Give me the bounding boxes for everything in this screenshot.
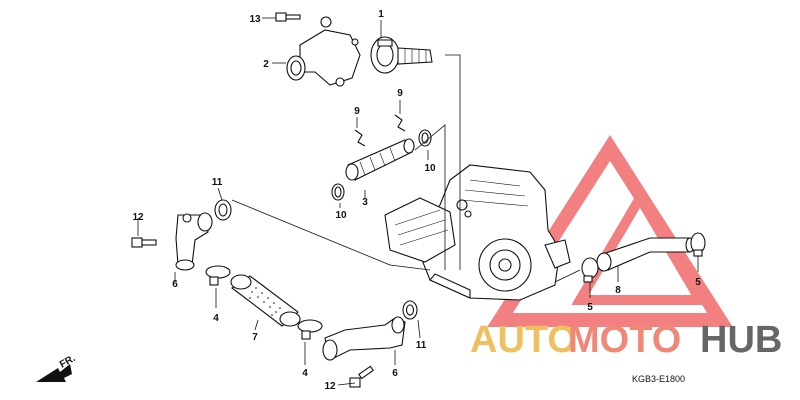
callout-5-right: 5: [695, 277, 701, 288]
callout-9-left: 9: [354, 106, 360, 117]
callout-13: 13: [249, 14, 261, 25]
clip-part-9-right: [394, 114, 406, 132]
water-hose-part-7: [230, 274, 301, 327]
callout-11-lower: 11: [416, 340, 427, 351]
callout-12-upper: 12: [132, 212, 144, 223]
engine-illustration: [384, 164, 571, 301]
callout-4-upper: 4: [213, 313, 219, 324]
hose-clamp-part-4-lower: [297, 319, 323, 340]
o-ring-part-11-lower-inner: [405, 304, 415, 316]
bolt-part-13: [275, 12, 301, 22]
bolt-part-12-left: [131, 237, 157, 248]
bolt-part-12-lower: [349, 365, 374, 388]
callout-6-lower: 6: [392, 368, 398, 379]
diagram-code: KGB3-E1800: [632, 374, 685, 384]
callout-3: 3: [362, 197, 368, 208]
hose-clamp-part-4-upper: [205, 265, 231, 286]
callout-2: 2: [263, 59, 269, 70]
pipe-joint-part-6-left: [175, 212, 213, 271]
water-pipe-part-3: [345, 138, 415, 181]
hose-clamp-part-5-left: [581, 257, 599, 283]
callout-5-left: 5: [587, 302, 593, 313]
callout-4-lower: 4: [302, 368, 308, 379]
callout-8: 8: [615, 285, 621, 296]
callout-12-lower: 12: [324, 381, 336, 392]
o-ring-part-10-lower-inner: [334, 186, 342, 198]
direction-label: FR.: [58, 353, 78, 371]
callout-10-lower: 10: [335, 210, 347, 221]
callout-6-left: 6: [172, 279, 178, 290]
clip-part-9-left: [354, 129, 366, 147]
forward-arrow-icon: FR.: [36, 353, 78, 382]
callout-11-upper: 11: [212, 177, 223, 188]
thermostat-part-1: [370, 36, 433, 74]
watermark-text-hub: HUB: [700, 319, 782, 361]
callout-1: 1: [378, 9, 384, 20]
o-ring-part-11-left-inner: [218, 203, 228, 217]
watermark-text-moto: MOTO: [568, 319, 681, 361]
callout-9-right: 9: [397, 88, 403, 99]
callout-7: 7: [252, 332, 258, 343]
callout-10-upper: 10: [424, 163, 436, 174]
leader-lines: [137, 17, 699, 386]
water-hose-part-8: [596, 237, 695, 272]
watermark-text: AUTO MOTO HUB: [470, 319, 782, 361]
watermark-text-auto: AUTO: [470, 319, 577, 361]
hose-clamp-part-5-right: [690, 232, 706, 257]
pipe-joint-part-6-lower: [322, 316, 406, 361]
thermostat-cover-part-2: [286, 16, 361, 87]
